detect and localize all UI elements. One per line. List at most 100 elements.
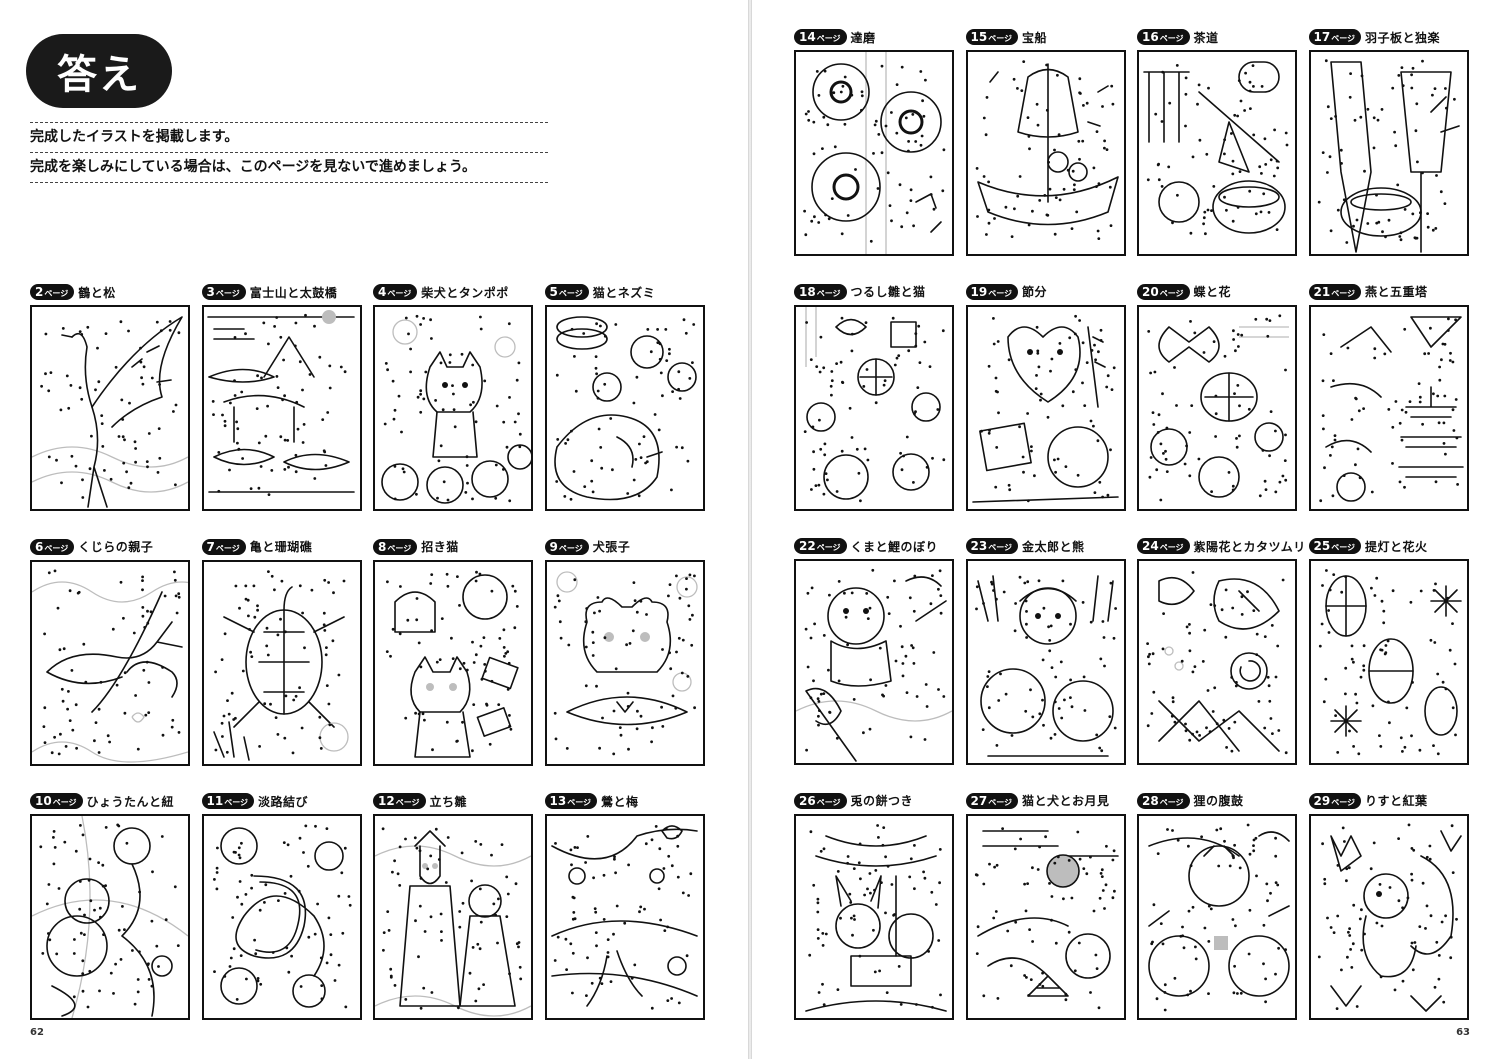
answer-title: 鶯と梅: [601, 794, 639, 809]
maneki-neko-illustration: [385, 570, 519, 758]
answer-illustration: [794, 50, 954, 256]
turtle-coral-illustration: [212, 569, 349, 761]
page-badge-number: 19: [970, 284, 988, 299]
page-badge-unit: ページ: [988, 543, 1013, 552]
page-badge-number: 12: [378, 794, 395, 808]
page-badge-unit: ページ: [387, 289, 412, 298]
page-badge-number: 4: [378, 285, 387, 299]
answer-illustration: [30, 814, 190, 1020]
kintaro-illustration: [974, 575, 1117, 757]
page-number-left: 62: [30, 1027, 44, 1038]
page-badge-number: 13: [549, 794, 567, 808]
tachibina-illustration: [375, 827, 531, 1017]
page-badge-number: 8: [378, 539, 387, 554]
page-badge-unit: ページ: [1159, 34, 1184, 43]
page-badge-number: 5: [549, 285, 558, 299]
cat-mouse-illustration: [553, 316, 697, 501]
page-badge-unit: ページ: [1331, 288, 1356, 298]
page-badge-number: 23: [970, 539, 988, 553]
page-badge-number: 24: [1142, 539, 1159, 553]
answer-illustration: [1137, 50, 1297, 256]
pagoda-illustration: [1318, 315, 1464, 502]
answer-title: 燕と五重塔: [1365, 285, 1428, 299]
answer-title: 狸の腹鼓: [1193, 794, 1244, 808]
page-badge-unit: ページ: [215, 543, 240, 553]
answer-illustration: [544, 559, 705, 766]
page-badge-unit: ページ: [1331, 34, 1356, 43]
hagoita-koma-illustration: [1317, 59, 1460, 253]
setsubun-illustration: [971, 314, 1119, 503]
answer-illustration: [373, 559, 533, 766]
answer-title: 犬張子: [592, 540, 631, 554]
page-badge-unit: ページ: [1159, 288, 1184, 298]
koinobori-illustration: [796, 568, 952, 762]
answer-title: 立ち雛: [429, 794, 468, 809]
answer-illustration: [373, 814, 533, 1020]
page-badge-unit: ページ: [1331, 543, 1356, 552]
page-badge-number: 10: [35, 794, 52, 808]
page-badge-number: 26: [799, 793, 816, 808]
answer-title: 達磨: [850, 30, 876, 45]
answer-title: くじらの親子: [78, 540, 154, 554]
page-badge-unit: ページ: [1159, 543, 1184, 552]
bush-warbler-illustration: [550, 825, 698, 1010]
page-badge-unit: ページ: [52, 798, 77, 807]
tanuki-illustration: [1148, 823, 1290, 1011]
tea-ceremony-illustration: [1143, 61, 1289, 236]
page-badge-unit: ページ: [395, 798, 420, 807]
left-page: 答え 完成したイラストを掲載します。 完成を楽しみにしている場合は、このページを…: [0, 0, 748, 1059]
page-badge-unit: ページ: [44, 289, 69, 298]
answer-illustration: [965, 304, 1126, 511]
answer-illustration: [1308, 50, 1469, 256]
fuji-bridge-illustration: [206, 310, 355, 496]
answer-illustration: [965, 559, 1126, 765]
page-badge-number: 3: [206, 285, 215, 299]
page-badge-unit: ページ: [1331, 797, 1356, 807]
answer-illustration: [201, 559, 362, 766]
answer-illustration: [794, 813, 954, 1020]
page-badge-number: 7: [206, 539, 215, 554]
page-badge-number: 21: [1313, 284, 1331, 299]
answer-title: 茶道: [1193, 30, 1219, 45]
inuhariko-illustration: [553, 570, 698, 755]
answer-illustration: [30, 305, 190, 511]
page-badge-unit: ページ: [988, 34, 1013, 43]
